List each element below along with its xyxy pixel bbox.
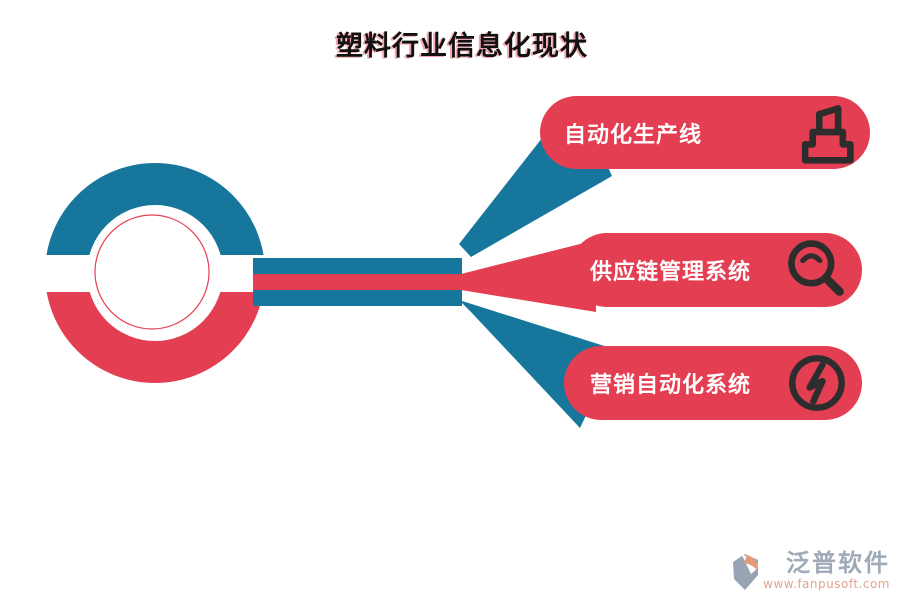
magnifier-icon — [788, 240, 844, 296]
lightning-bolt-icon — [789, 355, 845, 411]
node-label: 营销自动化系统 — [590, 373, 752, 398]
fanpu-logo-icon — [733, 553, 761, 590]
page-title: 塑料行业信息化现状 — [336, 31, 588, 62]
node-pill-supply-chain: 供应链管理系统 — [570, 233, 862, 307]
brand-name: 泛普软件 — [786, 549, 890, 577]
factory-press-icon — [801, 104, 854, 164]
donut-center-circle — [94, 214, 210, 330]
node-pill-marketing-automation: 营销自动化系统 — [564, 346, 862, 420]
brand-url: www.fanpusoft.com — [763, 577, 890, 592]
donut-bottom-half — [45, 272, 265, 383]
donut-top-half — [45, 163, 265, 274]
beam-middle — [461, 240, 596, 312]
connector-stripes — [253, 258, 462, 306]
node-label: 自动化生产线 — [564, 122, 703, 148]
node-pill-automated-production: 自动化生产线 — [540, 96, 870, 169]
brand-logo: 泛普软件 www.fanpusoft.com — [731, 550, 890, 592]
node-label: 供应链管理系统 — [590, 260, 752, 285]
